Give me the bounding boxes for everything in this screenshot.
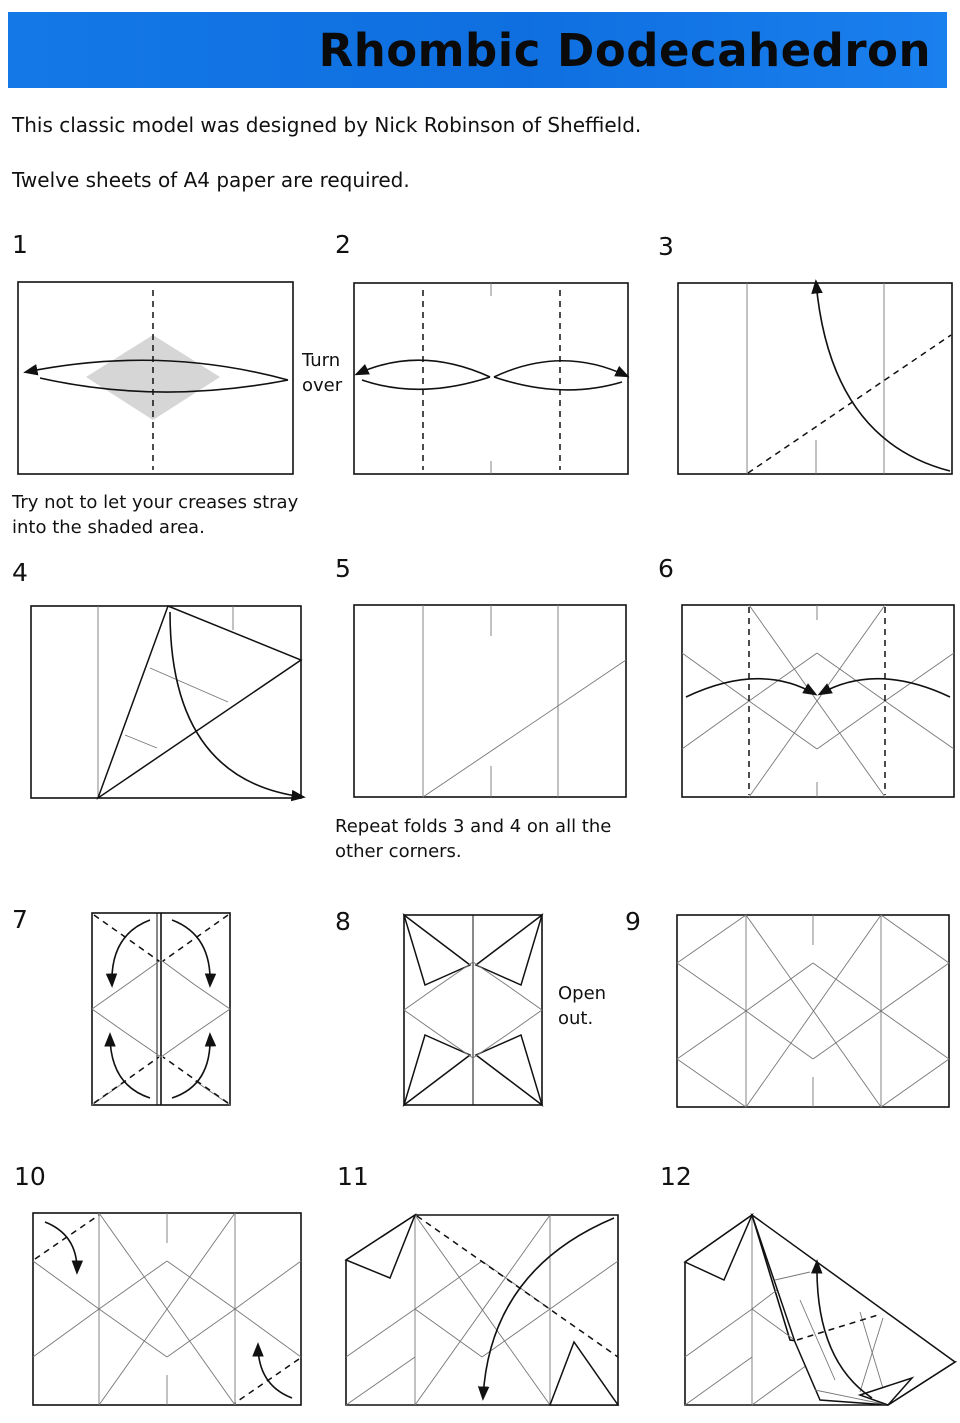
step-1-caption-line-2: into the shaded area.	[12, 517, 205, 538]
step-5-diagram	[353, 604, 627, 798]
step-number-7: 7	[12, 905, 28, 934]
step-number-8: 8	[335, 907, 351, 936]
title-banner: Rhombic Dodecahedron	[8, 12, 947, 88]
step-12-diagram	[683, 1212, 958, 1406]
step-4-diagram	[30, 605, 306, 802]
step-number-6: 6	[658, 554, 674, 583]
step-number-4: 4	[12, 558, 28, 587]
step-3-diagram	[677, 279, 953, 475]
step-6-diagram	[681, 604, 955, 798]
step-5-caption-line-2: other corners.	[335, 841, 462, 862]
step-number-12: 12	[660, 1162, 692, 1191]
page-title: Rhombic Dodecahedron	[318, 24, 931, 77]
intro-paper-text: Twelve sheets of A4 paper are required.	[12, 168, 410, 192]
step-2-note-line-2: over	[302, 375, 343, 396]
step-number-5: 5	[335, 554, 351, 583]
intro-designer-text: This classic model was designed by Nick …	[12, 113, 642, 137]
step-number-2: 2	[335, 230, 351, 259]
step-8-note-line-2: out.	[558, 1008, 594, 1029]
step-number-9: 9	[625, 907, 641, 936]
step-2-note-line-1: Turn	[302, 350, 341, 371]
step-number-11: 11	[337, 1162, 369, 1191]
step-number-1: 1	[12, 230, 28, 259]
step-8-note-line-1: Open	[558, 983, 607, 1004]
step-11-diagram	[344, 1213, 620, 1406]
step-1-diagram	[17, 281, 294, 475]
step-1-shaded-area	[86, 335, 220, 420]
step-2-diagram	[353, 282, 630, 475]
step-8-diagram	[402, 913, 544, 1107]
step-7-diagram	[91, 912, 231, 1106]
step-9-diagram	[676, 914, 950, 1108]
step-10-diagram	[32, 1212, 302, 1406]
step-5-caption-line-1: Repeat folds 3 and 4 on all the	[335, 816, 612, 837]
step-number-3: 3	[658, 232, 674, 261]
step-number-10: 10	[14, 1162, 46, 1191]
step-1-caption-line-1: Try not to let your creases stray	[12, 492, 299, 513]
